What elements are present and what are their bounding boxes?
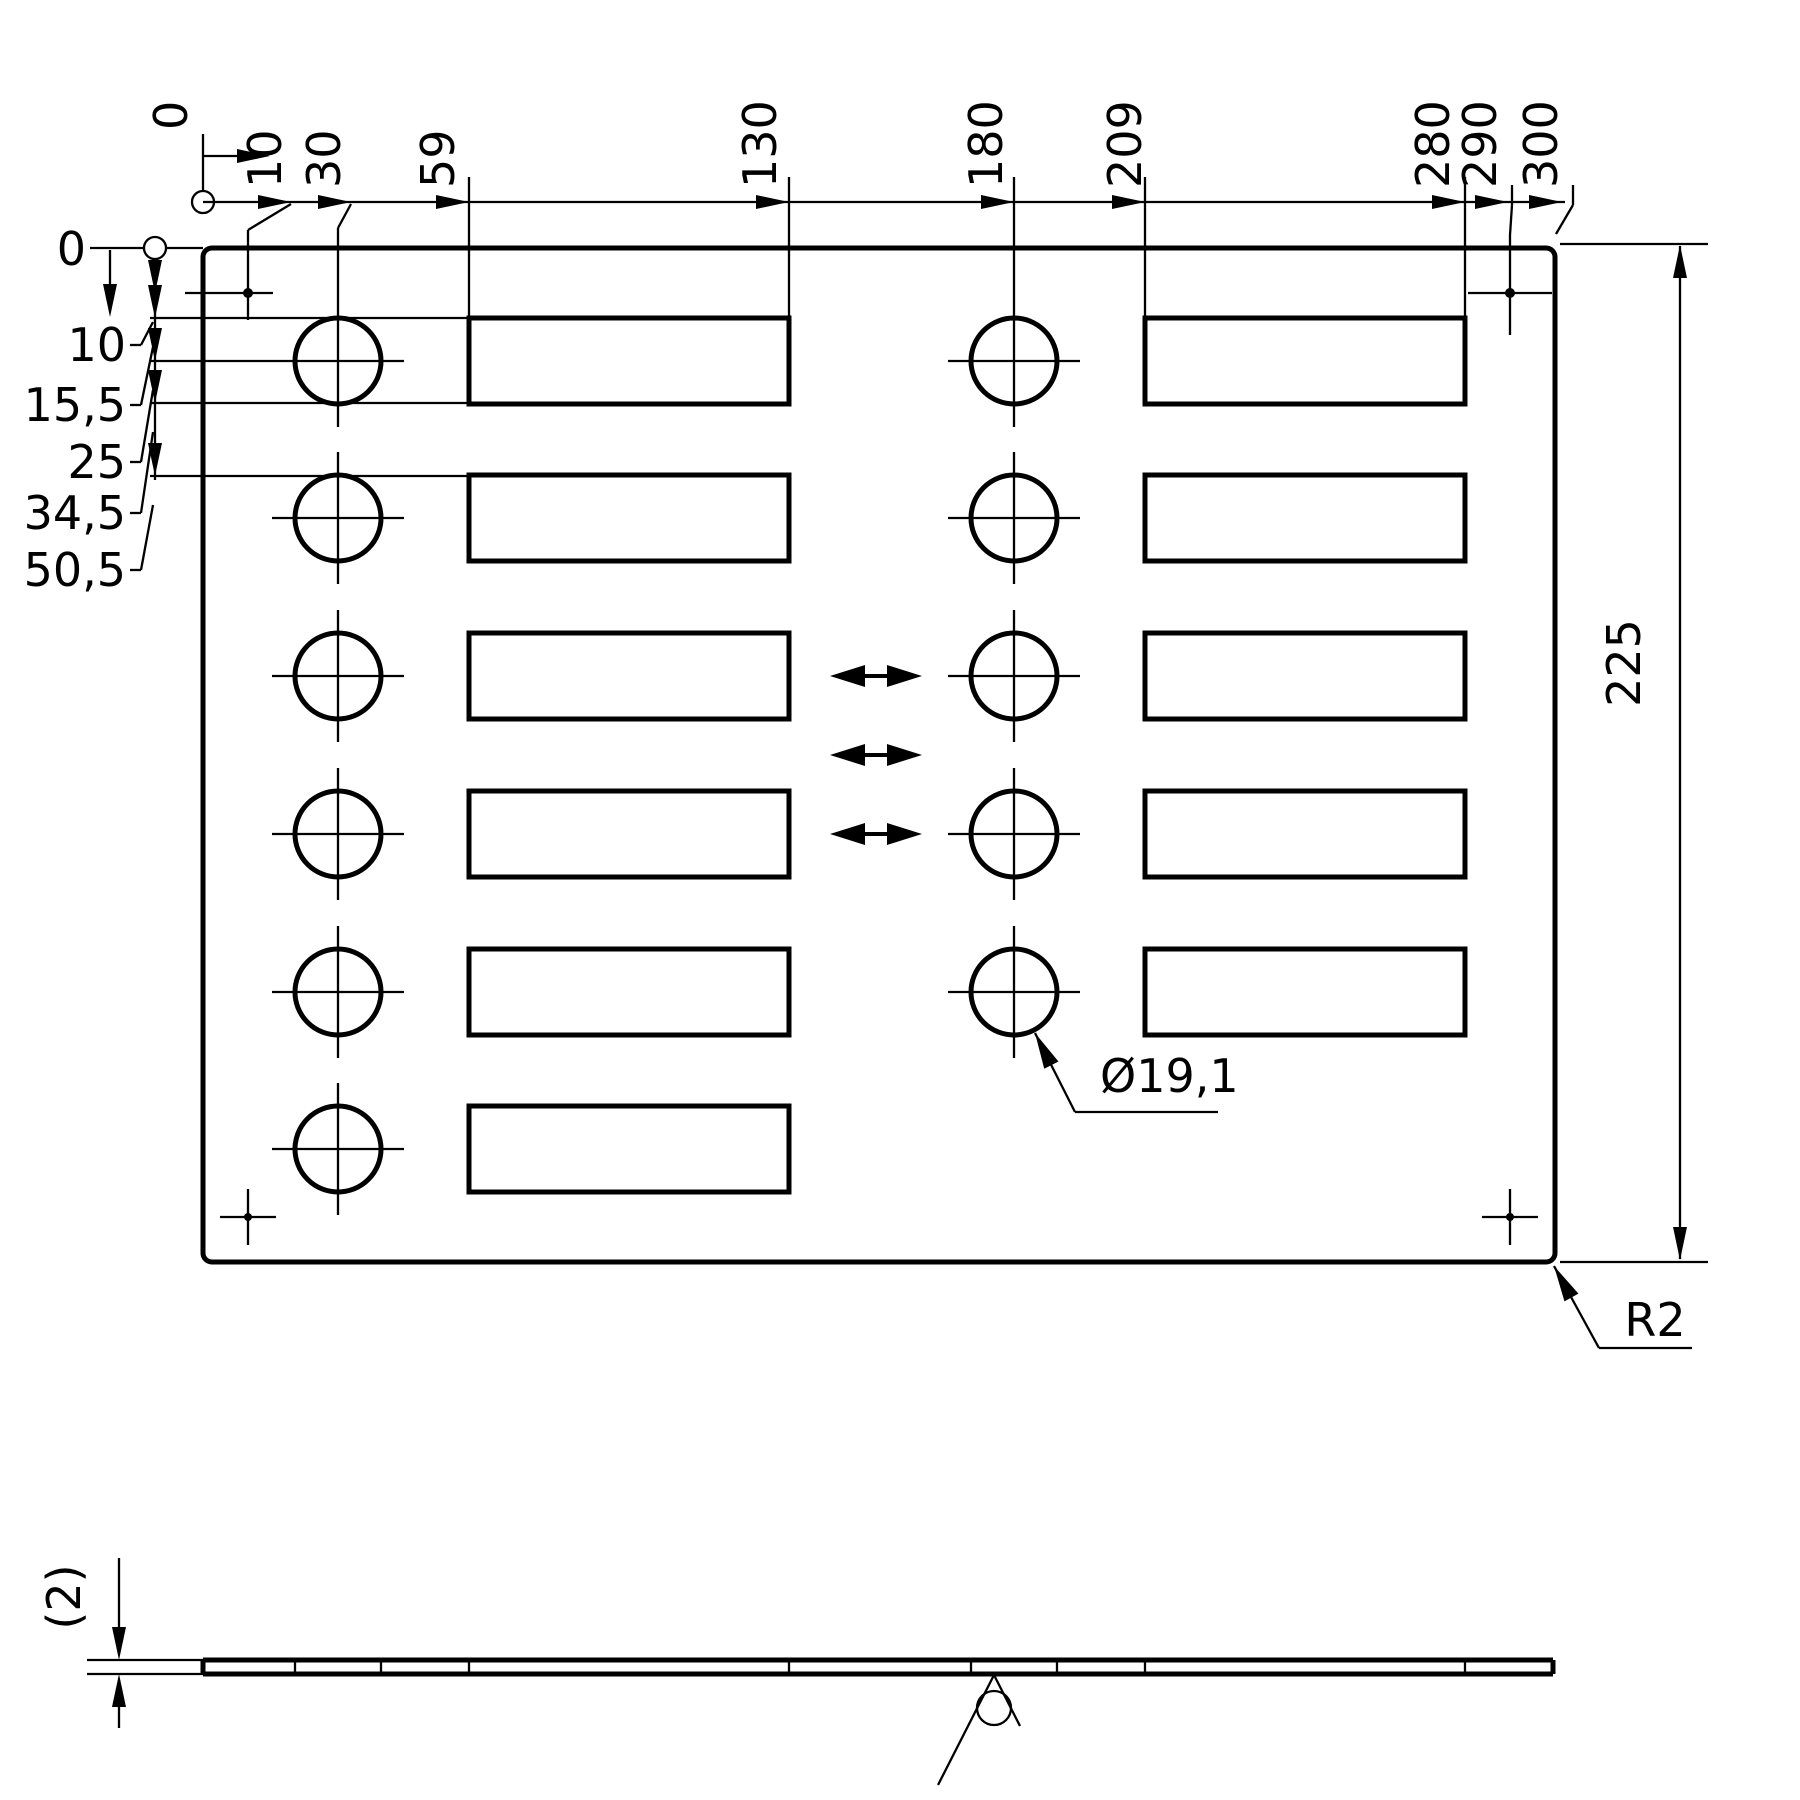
- ref-point-tl: [243, 288, 253, 298]
- slot-right-5: [1142, 946, 1468, 1038]
- origin-marker-x: [190, 189, 216, 215]
- slot-left-5: [466, 946, 792, 1038]
- hole-left-1: [292, 315, 384, 407]
- arrow-2-top: [112, 1627, 126, 1660]
- arrow-x180: [981, 195, 1014, 209]
- arrow-r2-leader: [1554, 1266, 1579, 1302]
- hole-right-1: [968, 315, 1060, 407]
- surface-symbol-circle: [975, 1689, 1013, 1727]
- double-arrow-1-left: [830, 665, 865, 687]
- arrow-x300: [1529, 195, 1562, 209]
- slot-right-2: [1142, 472, 1468, 564]
- y-label-10: 10: [67, 318, 126, 372]
- ref-point-br: [1506, 1213, 1514, 1221]
- slot-right-1: [1142, 315, 1468, 407]
- slot-right-4: [1142, 788, 1468, 880]
- origin-marker-y: [142, 235, 168, 261]
- hole-left-4: [292, 788, 384, 880]
- double-arrow-3-left: [830, 823, 865, 845]
- plate-outline: [200, 245, 1558, 1265]
- leader-dogleg-y15-5: [139, 346, 155, 406]
- y-label-15-5: 15,5: [24, 378, 126, 432]
- hole-right-2: [968, 472, 1060, 564]
- x-label-280: 280: [1406, 100, 1460, 188]
- dogleg-x30: [336, 203, 353, 229]
- y-label-50-5: 50,5: [24, 543, 126, 597]
- arrow-diameter-leader: [1035, 1033, 1059, 1069]
- hole-left-3: [292, 630, 384, 722]
- hole-left-6: [292, 1103, 384, 1195]
- slot-left-1: [466, 315, 792, 407]
- leader-dogleg-y50-5: [139, 504, 155, 571]
- x-label-30: 30: [297, 129, 351, 188]
- hole-left-5: [292, 946, 384, 1038]
- double-arrow-1-right: [887, 665, 922, 687]
- double-arrow-2-right: [887, 744, 922, 766]
- dim-label-thickness: (2): [37, 1564, 91, 1629]
- arrow-x10: [258, 195, 291, 209]
- slot-left-4: [466, 788, 792, 880]
- x-label-59: 59: [411, 129, 465, 188]
- dim-label-diameter: Ø19,1: [1100, 1049, 1239, 1103]
- y-label-25: 25: [67, 435, 126, 489]
- y-direction-arrowhead: [103, 284, 117, 317]
- y-label-34-5: 34,5: [24, 486, 126, 540]
- hole-right-3: [968, 630, 1060, 722]
- x-label-300: 300: [1514, 100, 1568, 188]
- arrow-225-top: [1673, 245, 1687, 278]
- x-direction-arrowhead: [237, 149, 270, 163]
- arrow-y15-5: [148, 285, 162, 318]
- arrow-x59: [436, 195, 469, 209]
- dim-label-r2: R2: [1624, 1293, 1685, 1347]
- ref-point-tr: [1505, 288, 1515, 298]
- arrow-y50-5: [148, 443, 162, 476]
- arrow-2-bottom: [112, 1674, 126, 1707]
- arrow-x30: [318, 195, 351, 209]
- arrow-y34-5: [148, 370, 162, 403]
- dogleg-x290: [1508, 204, 1514, 236]
- x-label-0: 0: [144, 101, 198, 130]
- ref-point-bl: [244, 1213, 252, 1221]
- slot-right-3: [1142, 630, 1468, 722]
- dogleg-x10: [247, 203, 292, 231]
- arrow-y25: [148, 328, 162, 361]
- y-label-0: 0: [57, 222, 86, 276]
- hole-left-2: [292, 472, 384, 564]
- hole-right-4: [968, 788, 1060, 880]
- x-label-290: 290: [1453, 100, 1507, 188]
- dim-label-225: 225: [1597, 619, 1651, 707]
- dogleg-x300: [1555, 204, 1574, 235]
- surface-symbol-short-leg: [992, 1674, 1022, 1727]
- hole-right-5: [968, 946, 1060, 1038]
- x-label-10: 10: [238, 129, 292, 188]
- arrow-x280: [1432, 195, 1465, 209]
- slot-left-3: [466, 630, 792, 722]
- x-label-209: 209: [1098, 100, 1152, 188]
- arrow-x209: [1112, 195, 1145, 209]
- x-label-130: 130: [733, 100, 787, 188]
- double-arrow-3-right: [887, 823, 922, 845]
- leader-dogleg-y10: [139, 321, 155, 346]
- slot-left-6: [466, 1103, 792, 1195]
- arrow-225-bottom: [1673, 1227, 1687, 1260]
- double-arrow-2-left: [830, 744, 865, 766]
- x-label-180: 180: [959, 100, 1013, 188]
- arrow-x130: [756, 195, 789, 209]
- slot-left-2: [466, 472, 792, 564]
- arrow-x290: [1475, 195, 1508, 209]
- arrow-y10: [148, 260, 162, 293]
